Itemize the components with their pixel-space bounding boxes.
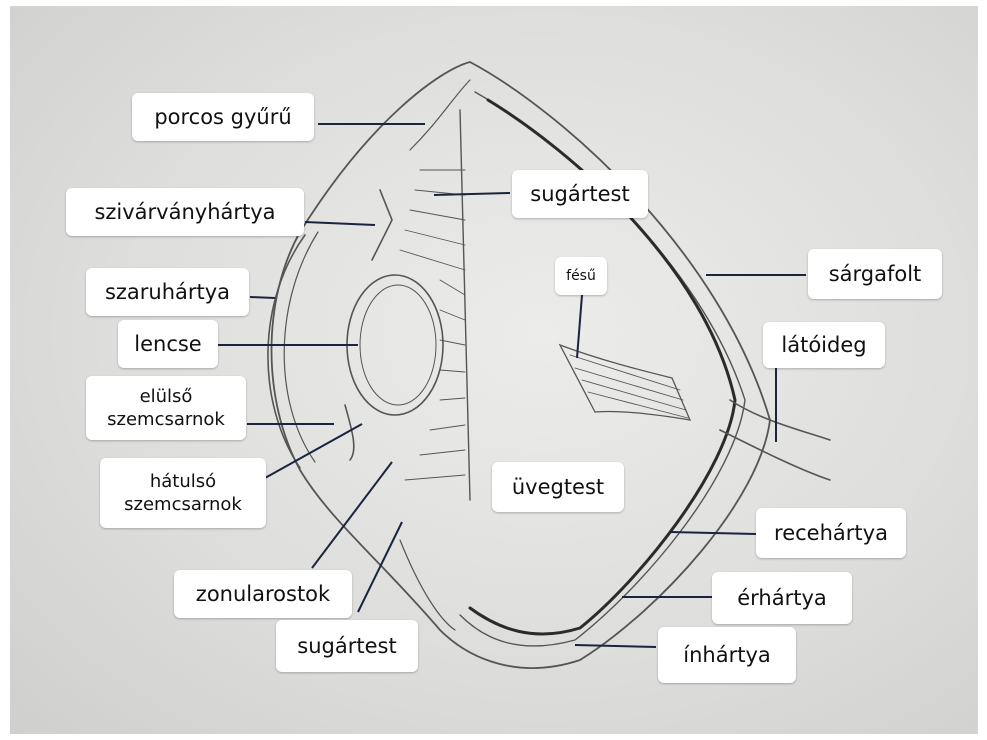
label-hatulso-line1: hátulsó: [150, 470, 216, 493]
label-hatulso-szemcsarnok: hátulsó szemcsarnok: [100, 458, 266, 528]
label-sugartest-top: sugártest: [512, 170, 648, 218]
label-sugartest-bottom: sugártest: [276, 620, 418, 672]
leader-sugartest-bottom: [358, 522, 402, 612]
label-uvegtest: üvegtest: [492, 462, 624, 512]
label-szivarvanyhartya: szivárványhártya: [66, 188, 304, 236]
label-porcos-gyuru: porcos gyűrű: [132, 93, 314, 141]
label-fesu: fésű: [555, 257, 607, 295]
leader-fesu: [577, 295, 582, 358]
label-latoideg: látóideg: [763, 322, 885, 368]
label-inhartya: ínhártya: [658, 627, 796, 683]
leader-recehartya: [670, 532, 756, 534]
label-zonularostok: zonularostok: [174, 570, 352, 618]
label-elulso-line1: elülső: [140, 385, 193, 408]
label-szaruhartya: szaruhártya: [86, 268, 249, 316]
leader-hatulso-szemcsarnok: [265, 424, 362, 478]
leader-szaruhartya: [250, 297, 275, 298]
label-hatulso-line2: szemcsarnok: [124, 493, 242, 516]
label-elulso-szemcsarnok: elülső szemcsarnok: [86, 376, 246, 440]
label-sargafolt: sárgafolt: [808, 249, 942, 299]
label-erhartya: érhártya: [712, 572, 852, 624]
leader-szivarvanyhartya: [305, 222, 375, 225]
label-lencse: lencse: [118, 320, 218, 368]
leader-inhartya: [575, 645, 656, 647]
leader-zonularostok: [312, 462, 392, 568]
label-recehartya: recehártya: [756, 508, 906, 558]
label-elulso-line2: szemcsarnok: [107, 408, 225, 431]
